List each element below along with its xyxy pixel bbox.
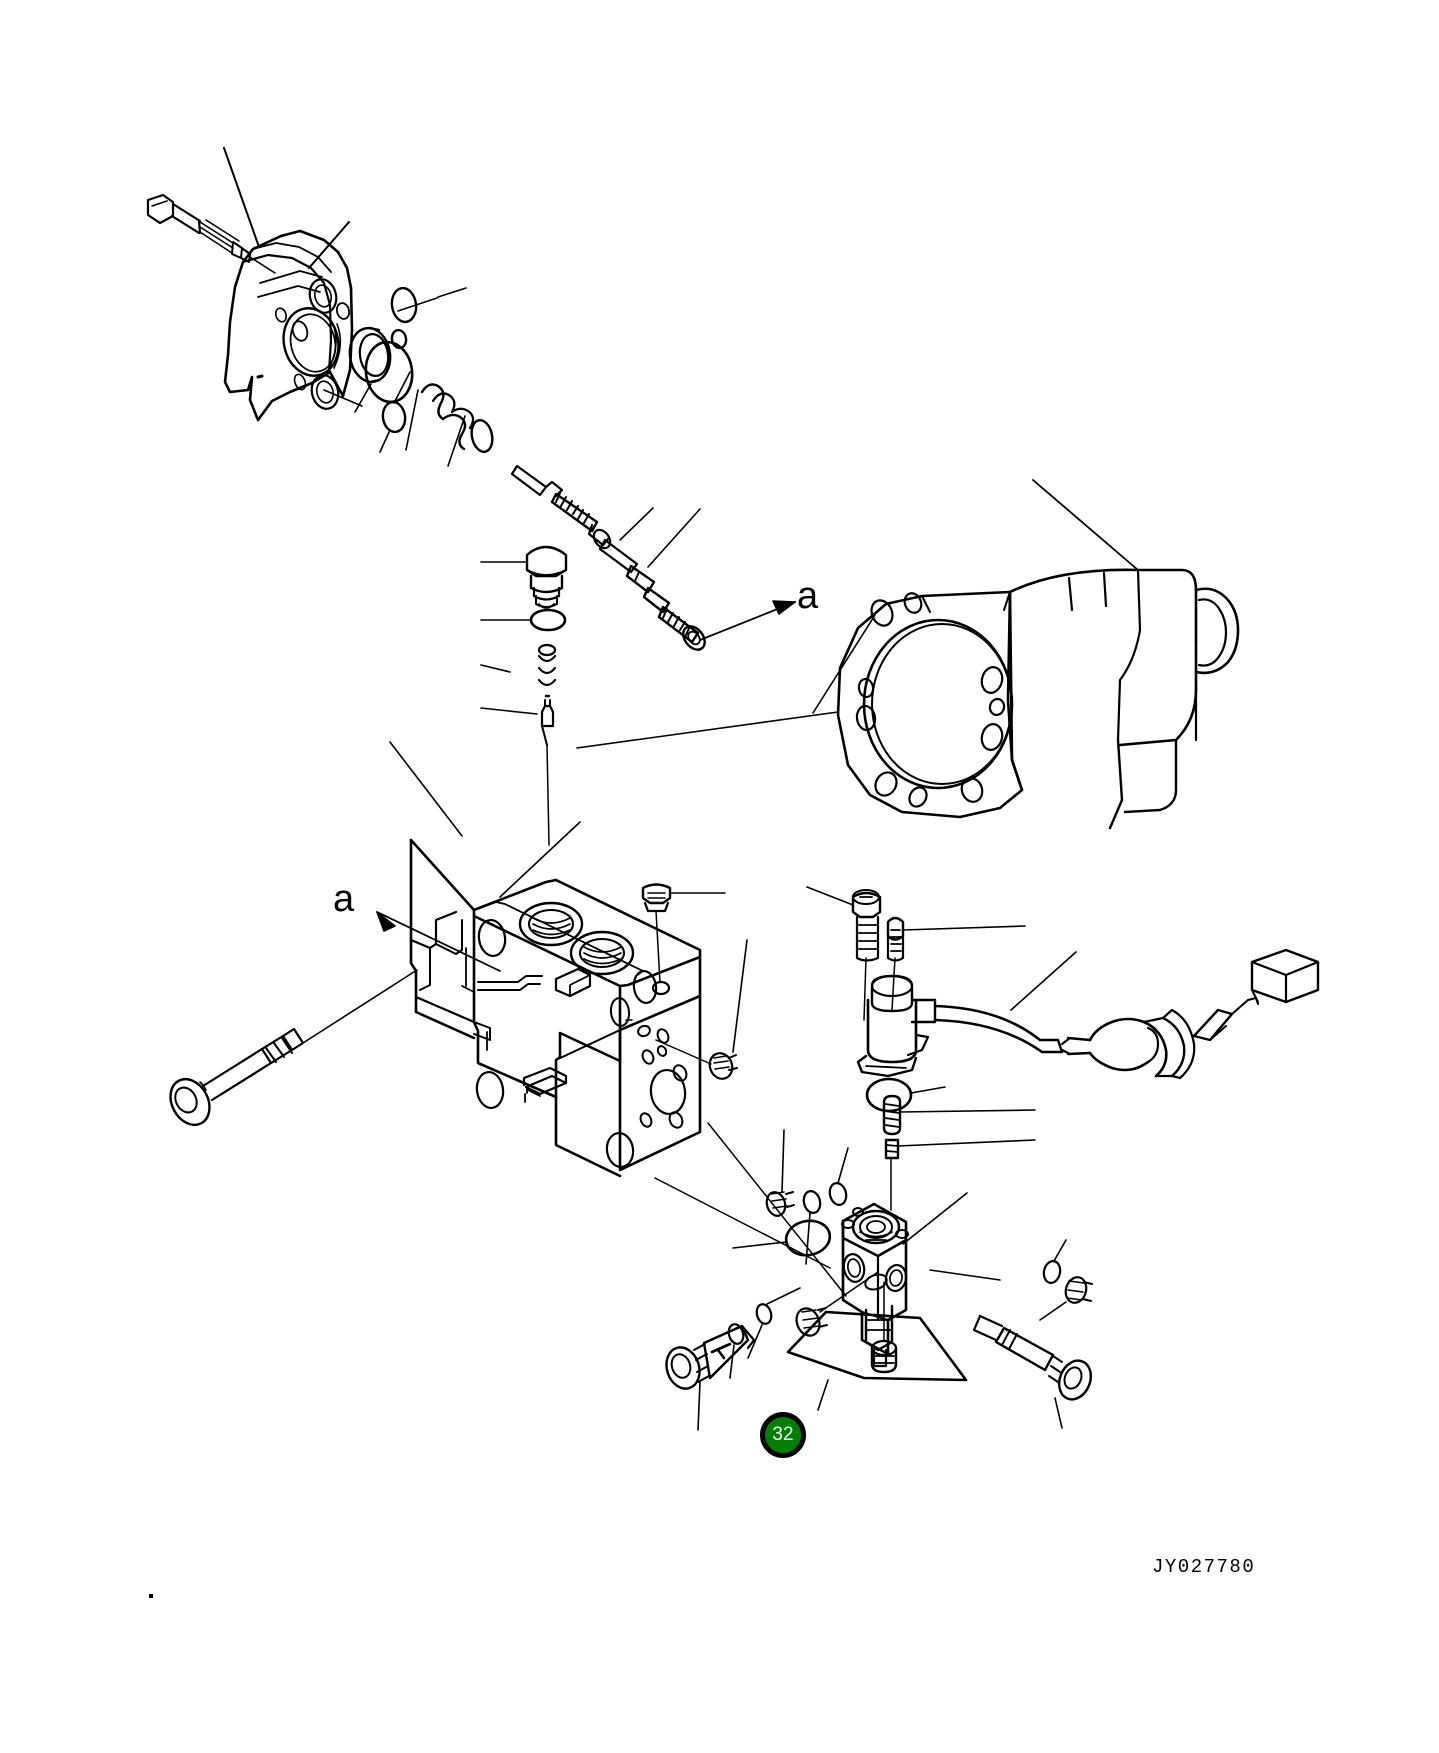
main-valve-block (389, 741, 702, 1178)
corner-registration-mark (149, 1594, 153, 1598)
socket-head-cap-screw-left (169, 969, 418, 1127)
seal-ring-set (323, 286, 467, 453)
section-arrow-lower (376, 911, 501, 972)
threaded-spool-shaft (510, 464, 706, 651)
solenoid-valve-assembly (806, 886, 1320, 1113)
hydraulic-motor-assembly (576, 479, 1240, 830)
item-number-badge-32[interactable]: 32 (760, 1412, 806, 1458)
hex-head-bolt-upper (146, 193, 276, 274)
cover-housing (223, 147, 354, 422)
port-plug-side (655, 939, 748, 1080)
relief-plug-stack (480, 545, 568, 846)
section-arrow-upper (699, 600, 796, 641)
pilot-valve-sub-assembly (654, 1094, 1093, 1431)
port-plug-upper (641, 883, 726, 983)
section-callout-a-lower: a (333, 878, 355, 920)
coil-spring-upper (405, 383, 494, 467)
section-callout-a-upper: a (797, 575, 819, 617)
drawing-number-label: JY027780 (1152, 1556, 1256, 1578)
